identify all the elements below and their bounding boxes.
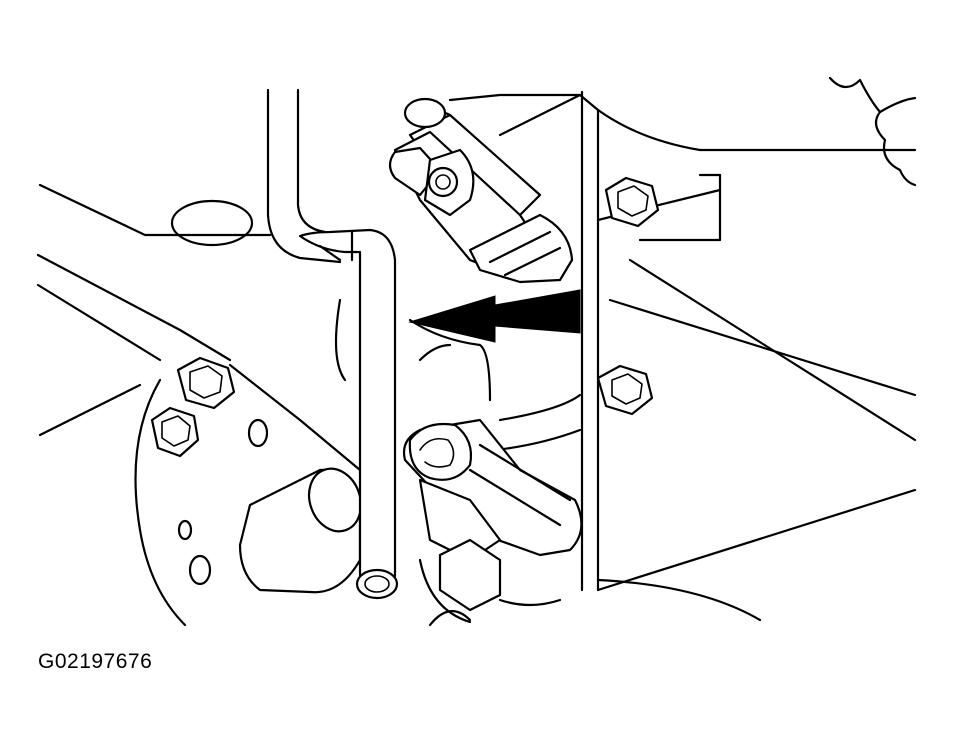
hex-bolt-icon [176, 356, 236, 410]
vacuum-tube [298, 228, 399, 600]
arrow-left-icon [408, 289, 581, 343]
upper-injector-connector [388, 97, 574, 284]
flange-plate [134, 363, 363, 627]
hex-bolt-icon [596, 364, 654, 416]
figure-id-label: G02197676 [38, 650, 153, 673]
hex-bolt-icon [604, 176, 660, 228]
hex-bolt-icon [150, 406, 200, 458]
lower-injector-connector [402, 418, 583, 627]
